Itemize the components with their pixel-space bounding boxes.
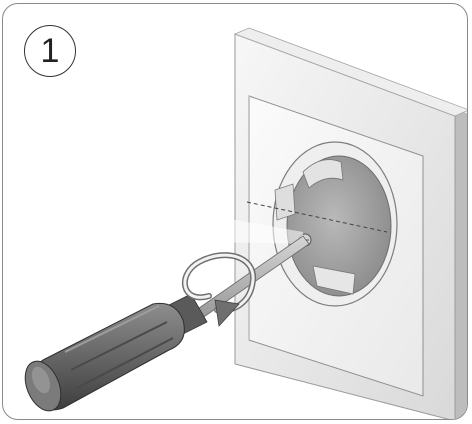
step-number: 1 xyxy=(40,31,60,70)
step-number-badge: 1 xyxy=(24,25,76,77)
socket-removal-illustration xyxy=(24,27,467,419)
socket-cup xyxy=(246,141,398,307)
instruction-panel: 1 xyxy=(2,3,468,420)
screwdriver xyxy=(24,235,310,412)
rotation-arrow-icon xyxy=(181,252,257,327)
glare-highlight xyxy=(213,216,303,244)
